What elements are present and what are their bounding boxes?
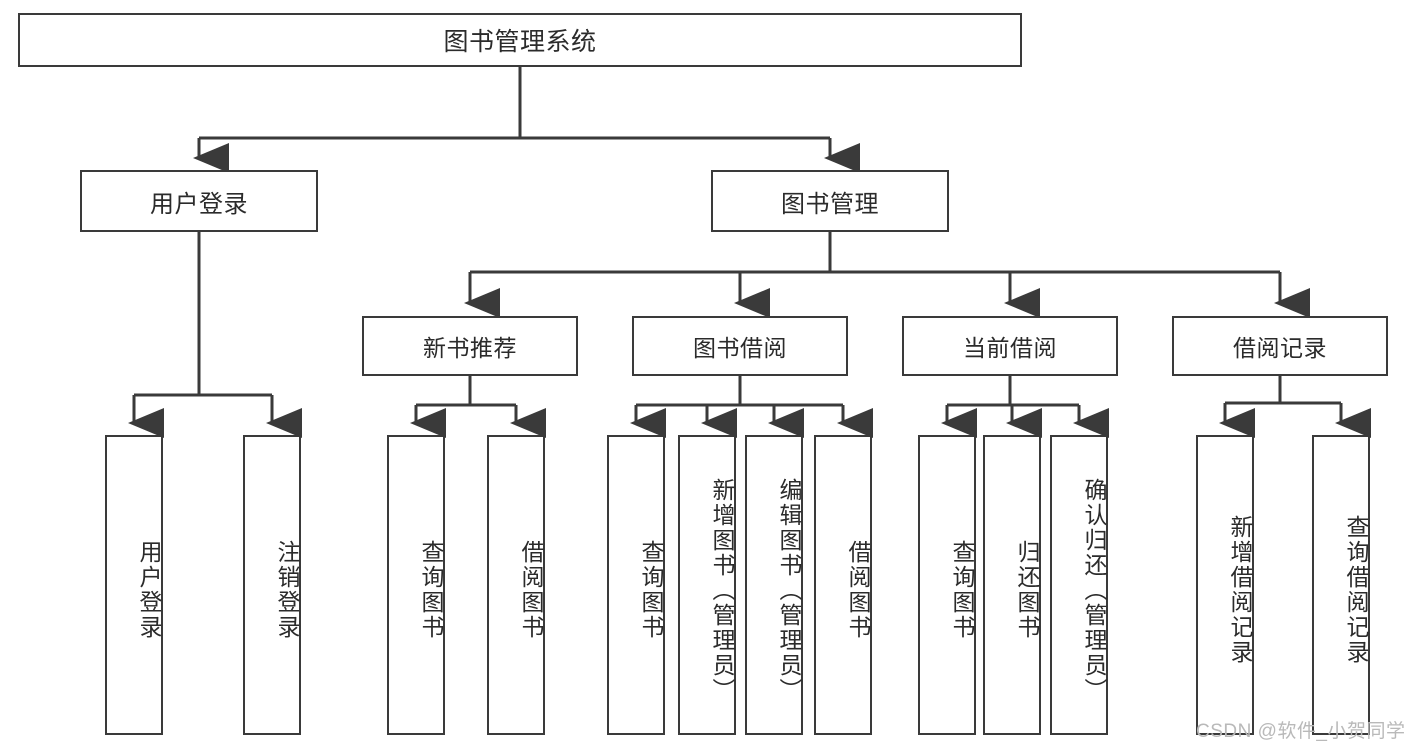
node-leaf-query-book-3[interactable]: 查询图书 [918,435,976,735]
node-leaf-add-borrow-record[interactable]: 新增借阅记录 [1196,435,1254,735]
edge-group-current-borrow [941,376,1109,438]
node-root[interactable]: 图书管理系统 [18,13,1022,67]
edge-group-root [193,67,860,173]
node-leaf-user-logout[interactable]: 注销登录 [243,435,301,735]
node-book-borrow[interactable]: 图书借阅 [632,316,848,376]
node-leaf-borrow-book-2[interactable]: 借阅图书 [814,435,872,735]
node-leaf-borrow-book-1[interactable]: 借阅图书 [487,435,545,735]
node-leaf-add-book[interactable]: 新增图书（管理员） [678,435,736,735]
csdn-watermark: CSDN @软件_小贺同学 [1196,721,1405,742]
edge-group-user-login [128,232,302,438]
edge-group-book-manage [464,232,1310,318]
edge-group-borrow-record [1219,376,1371,438]
node-user-login[interactable]: 用户登录 [80,170,318,232]
node-leaf-query-book-2[interactable]: 查询图书 [607,435,665,735]
node-leaf-query-borrow-record[interactable]: 查询借阅记录 [1312,435,1370,735]
node-book-manage[interactable]: 图书管理 [711,170,949,232]
node-leaf-confirm-return[interactable]: 确认归还（管理员） [1050,435,1108,735]
node-leaf-edit-book[interactable]: 编辑图书（管理员） [745,435,803,735]
node-leaf-query-book-1[interactable]: 查询图书 [387,435,445,735]
node-leaf-user-login[interactable]: 用户登录 [105,435,163,735]
edge-group-new-book-recommend [410,376,546,438]
node-borrow-record[interactable]: 借阅记录 [1172,316,1388,376]
node-new-book-recommend[interactable]: 新书推荐 [362,316,578,376]
node-leaf-return-book[interactable]: 归还图书 [983,435,1041,735]
edge-group-book-borrow [630,376,873,438]
node-current-borrow[interactable]: 当前借阅 [902,316,1118,376]
